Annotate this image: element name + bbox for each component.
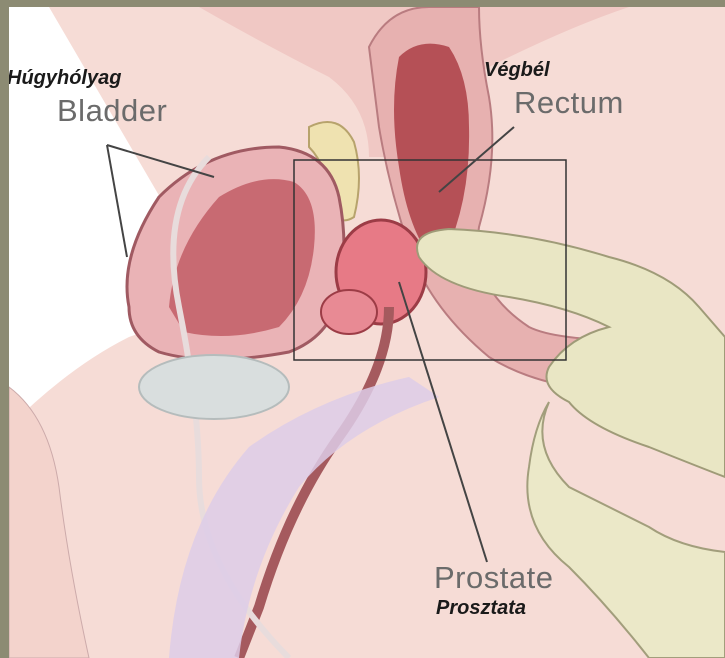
rectum-label-en: Rectum xyxy=(514,85,624,121)
prostate-label-hu: Prosztata xyxy=(436,597,526,620)
bladder-label-en: Bladder xyxy=(57,93,167,129)
prostate-lobe xyxy=(321,290,377,334)
pubic-bone xyxy=(139,355,289,419)
prostate-label-en: Prostate xyxy=(434,560,553,596)
bladder-leader-1 xyxy=(107,145,127,257)
bladder-label-hu: Húgyhólyag xyxy=(9,67,121,90)
rectum-label-hu: Végbél xyxy=(484,59,550,82)
anatomy-illustration: Húgyhólyag Bladder Végbél Rectum Prostat… xyxy=(9,7,725,658)
